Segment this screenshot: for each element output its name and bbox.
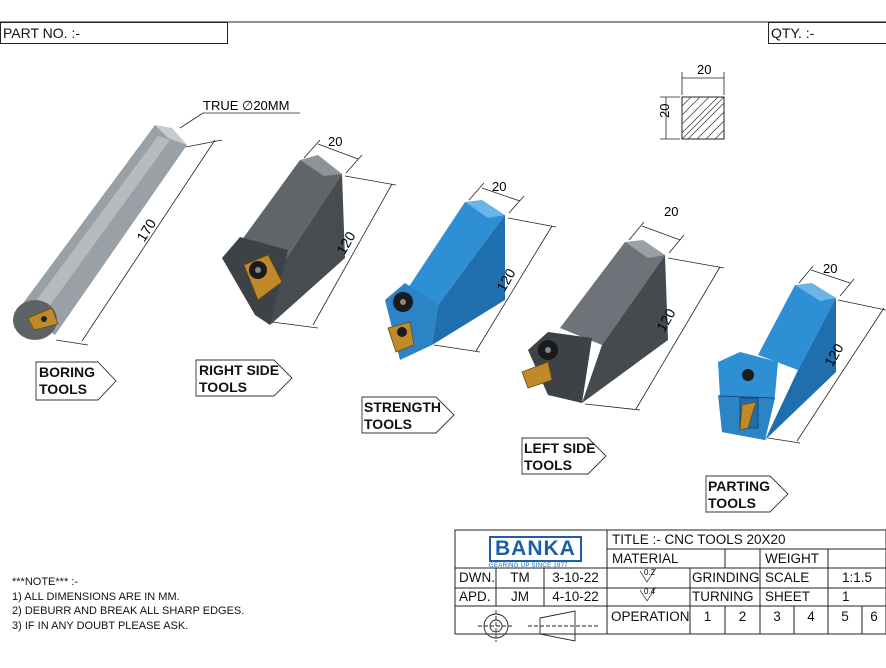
- company-logo: BANKA GEARING UP SINCE 1977: [489, 536, 582, 569]
- finish-value-2: 0.4: [644, 587, 656, 596]
- title-block-grid: [454, 529, 886, 635]
- boring-tools-label-arrow: [35, 361, 117, 401]
- operation-4: 4: [807, 609, 815, 624]
- scale-value: 1:1.5: [841, 570, 873, 585]
- note-item: 2) DEBURR AND BREAK ALL SHARP EDGES.: [12, 605, 245, 617]
- apd-by: JM: [511, 589, 529, 604]
- operation-1: 1: [703, 609, 712, 624]
- projection-symbol: [478, 610, 600, 642]
- right-side-tool: 20 120: [222, 134, 397, 329]
- parting-tool-width: 20: [823, 261, 837, 276]
- operation-5: 5: [841, 609, 849, 624]
- operation-label: OPERATION: [611, 609, 690, 624]
- material-label: MATERIAL: [612, 551, 679, 566]
- turning-label: TURNING: [692, 589, 754, 604]
- dwn-date: 3-10-22: [552, 570, 599, 585]
- apd-label: APD.: [459, 589, 491, 604]
- grinding-label: GRINDING: [692, 570, 760, 585]
- surface-finish-symbols: [639, 567, 657, 602]
- cross-section-view: 20 20: [657, 62, 725, 140]
- finish-value-1: 0.2: [644, 568, 656, 577]
- section-width-label: 20: [697, 62, 711, 77]
- notes-block: ***NOTE*** :- 1) ALL DIMENSIONS ARE IN M…: [12, 575, 244, 633]
- strength-tool: 20 120: [385, 179, 557, 360]
- qty-field[interactable]: QTY. :-: [768, 22, 886, 44]
- parting-tools-label-arrow: [705, 475, 789, 513]
- right-side-tools-label-arrow: [195, 359, 293, 397]
- sheet-value: 1: [842, 589, 850, 604]
- right-side-tool-width: 20: [328, 134, 342, 149]
- boring-tool-diameter-note: TRUE ∅20MM: [203, 98, 289, 113]
- note-item: 3) IF IN ANY DOUBT PLEASE ASK.: [12, 619, 189, 632]
- dwn-by: TM: [510, 570, 530, 585]
- operation-2: 2: [738, 609, 747, 624]
- note-item: 1) ALL DIMENSIONS ARE IN MM.: [12, 590, 180, 603]
- section-height-label: 20: [657, 104, 672, 118]
- strength-tools-label-arrow: [361, 396, 455, 434]
- boring-tool-length: 170: [133, 216, 159, 244]
- drawing-title: TITLE :- CNC TOOLS 20X20: [612, 532, 786, 547]
- weight-label: WEIGHT: [765, 551, 819, 566]
- notes-title: ***NOTE*** :-: [12, 576, 79, 588]
- part-no-field[interactable]: PART NO. :-: [0, 22, 228, 44]
- sheet-label: SHEET: [765, 589, 811, 604]
- dwn-label: DWN.: [459, 570, 495, 585]
- scale-label: SCALE: [765, 570, 810, 585]
- parting-tool: 20 120: [718, 261, 886, 444]
- strength-tool-width: 20: [492, 179, 506, 194]
- part-no-label: PART NO. :-: [3, 25, 81, 41]
- operation-3: 3: [773, 609, 781, 624]
- apd-date: 4-10-22: [552, 589, 599, 604]
- qty-label: QTY. :-: [771, 25, 815, 41]
- left-side-tool: 20 120: [521, 204, 725, 411]
- operation-6: 6: [870, 609, 878, 624]
- left-side-tool-width: 20: [664, 204, 678, 219]
- left-side-tools-label-arrow: [521, 437, 607, 475]
